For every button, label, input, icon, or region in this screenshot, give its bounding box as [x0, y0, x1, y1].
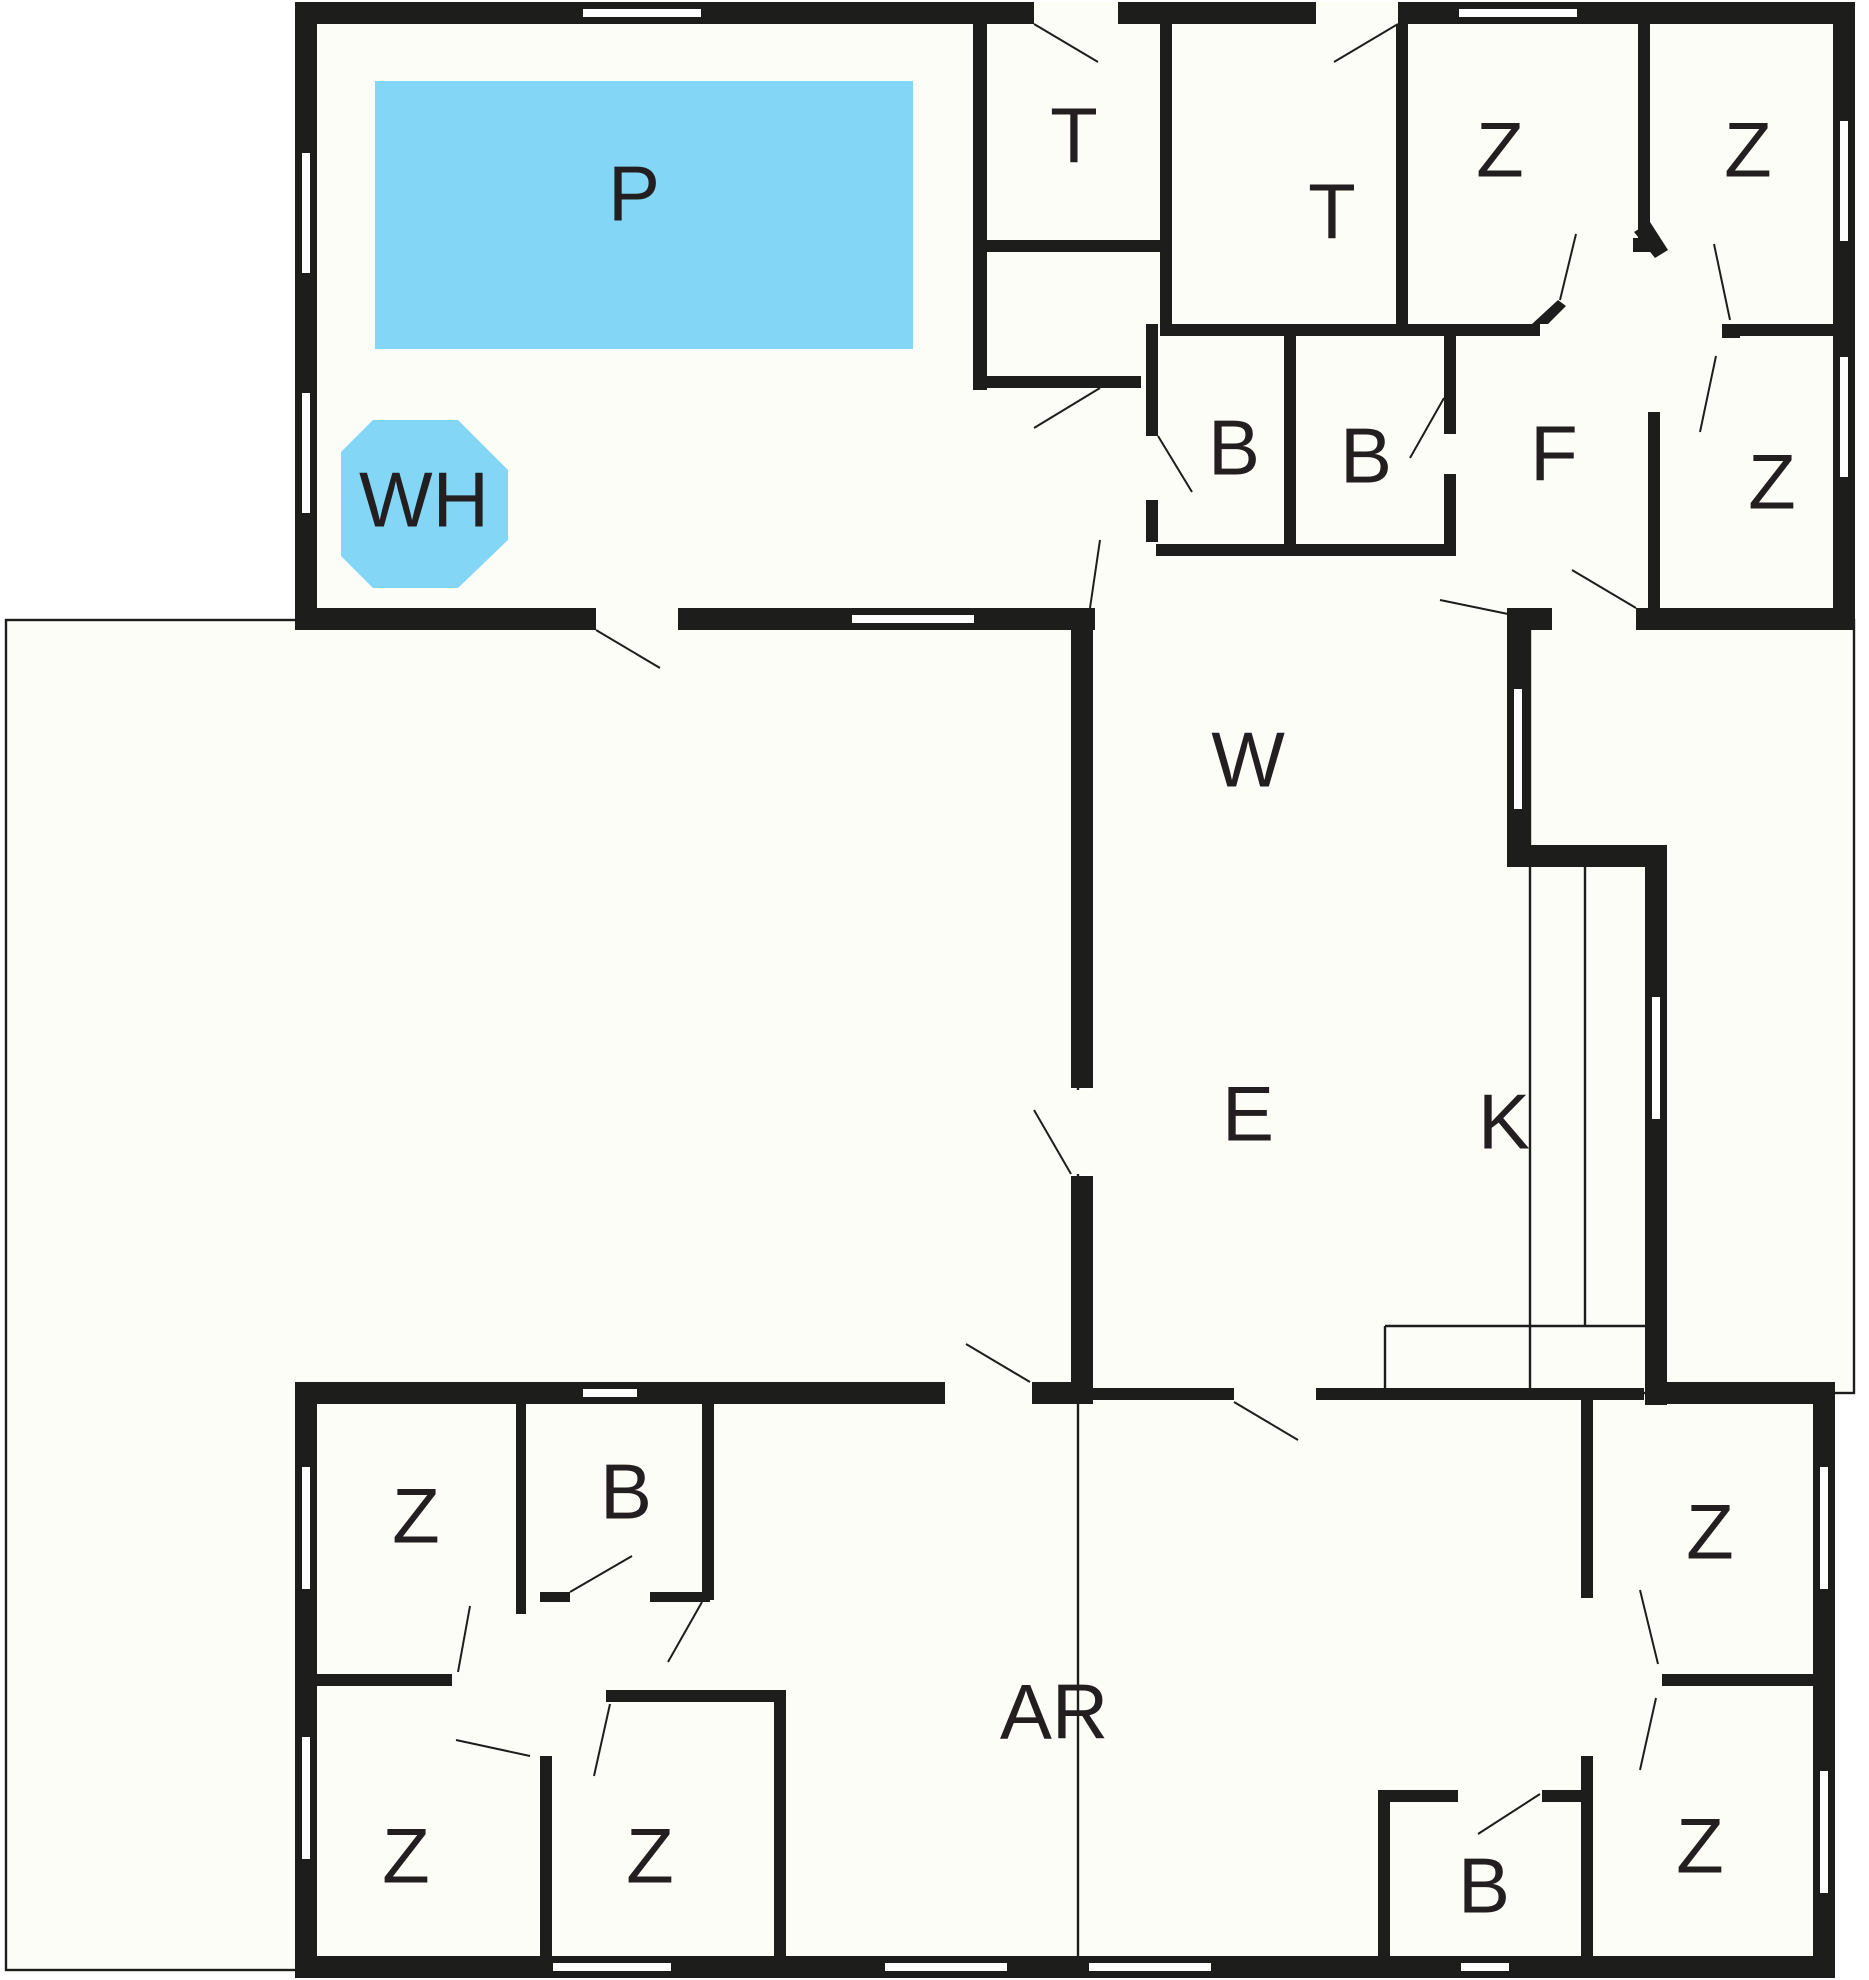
- whirlpool: [341, 420, 508, 588]
- room-label-bedroom-bottom-left-2: Z: [382, 1812, 430, 1900]
- room-label-hallway: F: [1530, 410, 1578, 498]
- room-label-bedroom-bottom-right-1: Z: [1686, 1488, 1734, 1576]
- room-label-living: W: [1211, 716, 1285, 804]
- room-label-bedroom-bottom-left-3: Z: [626, 1812, 674, 1900]
- room-label-bedroom-top-3: Z: [1748, 438, 1796, 526]
- room-label-bathroom-top-2: B: [1340, 412, 1392, 500]
- room-label-bathroom-bottom-right: B: [1458, 1842, 1510, 1930]
- right-terrace: [1528, 618, 1856, 1395]
- room-label-common-area: AR: [1000, 1668, 1108, 1756]
- door-openings: [596, 2, 1636, 1404]
- pool: [375, 81, 913, 349]
- room-labels: P WH T T Z Z B B F Z W E K Z B Z Z AR Z …: [359, 92, 1796, 1930]
- room-label-bedroom-bottom-left-1: Z: [392, 1472, 440, 1560]
- windows: [300, 7, 1850, 1973]
- room-label-toilet-2: T: [1308, 168, 1356, 256]
- room-label-bedroom-top-1: Z: [1476, 106, 1524, 194]
- door-swings: [455, 23, 1731, 1835]
- room-label-dining: E: [1222, 1070, 1274, 1158]
- room-label-toilet-1: T: [1050, 92, 1098, 180]
- room-label-bathroom-top-1: B: [1208, 404, 1260, 492]
- room-label-pool: P: [608, 150, 660, 238]
- floor-areas: [4, 12, 1856, 1974]
- room-label-kitchen: K: [1478, 1078, 1530, 1166]
- room-label-bathroom-bottom-left: B: [600, 1448, 652, 1536]
- room-label-bedroom-bottom-right-2: Z: [1676, 1802, 1724, 1890]
- room-label-bedroom-top-2: Z: [1724, 106, 1772, 194]
- room-label-whirlpool: WH: [359, 456, 489, 544]
